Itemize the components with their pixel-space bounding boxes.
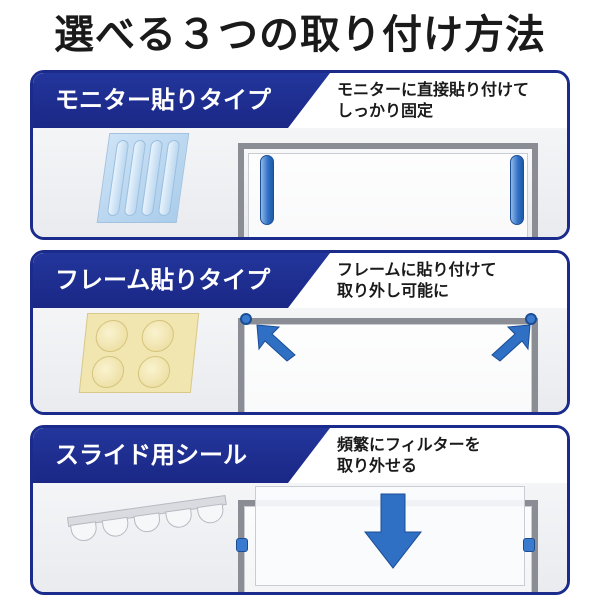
- description-line: モニターに直接貼り付けて: [337, 80, 530, 99]
- description-line: 頻繁にフィルターを: [337, 435, 481, 454]
- seal-tab: [70, 521, 99, 543]
- adhesive-strip-left: [260, 155, 274, 225]
- filter-sheet: [244, 324, 532, 412]
- description-line: フレームに貼り付けて: [337, 260, 497, 279]
- seal-tab: [165, 507, 194, 530]
- diagonal-arrow-icon: [256, 324, 296, 362]
- adhesive-dot: [136, 356, 172, 388]
- description-line: 取り外し可能に: [337, 281, 450, 300]
- monitor-frame: [238, 143, 538, 237]
- monitor-mount-panel: モニター貼りタイプ モニターに直接貼り付けて しっかり固定: [30, 70, 570, 240]
- adhesive-strips-sheet: [96, 133, 190, 223]
- slide-seal-panel: スライド用シール 頻繁にフィルターを 取り外せる: [30, 425, 570, 595]
- slide-seal-left: [236, 538, 248, 552]
- panel-title: フレーム貼りタイプ: [55, 266, 271, 294]
- adhesive-dot: [90, 356, 126, 388]
- seal-tab: [133, 512, 162, 534]
- down-arrow-icon: [363, 493, 423, 569]
- panel-title: スライド用シール: [55, 441, 247, 469]
- page-title: 選べる３つの取り付け方法: [54, 12, 546, 58]
- slide-seal-right: [523, 538, 535, 552]
- panel-ribbon: [33, 73, 330, 128]
- adhesive-dot: [94, 320, 130, 352]
- panel-description: モニターに直接貼り付けて しっかり固定: [337, 79, 567, 121]
- description-line: 取り外せる: [337, 456, 418, 475]
- panel-description: 頻繁にフィルターを 取り外せる: [337, 434, 567, 476]
- adhesive-dot-left: [240, 313, 252, 325]
- diagonal-arrow-icon: [491, 324, 531, 362]
- seal-tab: [101, 516, 131, 539]
- adhesive-strip-right: [510, 155, 524, 225]
- panel-title: モニター貼りタイプ: [55, 86, 271, 114]
- adhesive-dot-right: [525, 313, 537, 325]
- panel-ribbon: [33, 428, 330, 483]
- description-line: しっかり固定: [337, 101, 434, 120]
- panel-description: フレームに貼り付けて 取り外し可能に: [337, 259, 567, 301]
- frame-mount-panel: フレーム貼りタイプ フレームに貼り付けて 取り外し可能に: [30, 250, 570, 415]
- monitor-frame: [238, 318, 538, 412]
- panel-ribbon: [33, 253, 330, 308]
- adhesive-dot: [140, 320, 176, 352]
- seal-tab: [196, 503, 226, 525]
- adhesive-dots-sheet: [78, 313, 200, 393]
- filter-sheet: [248, 153, 528, 237]
